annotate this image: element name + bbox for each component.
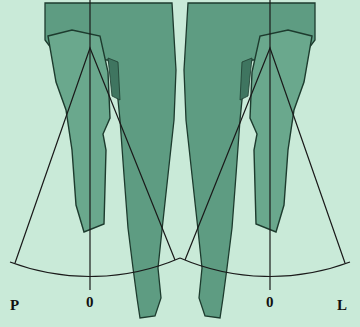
angle-arc: [10, 258, 180, 277]
zero-mark: 0: [86, 295, 94, 310]
raised-leg: [48, 30, 110, 232]
leg-gap: [108, 58, 120, 100]
standing-leg: [45, 3, 176, 318]
right-panel: [180, 0, 350, 318]
angle-lines: [15, 48, 175, 263]
left-panel: [10, 0, 180, 318]
side-letter: P: [10, 298, 19, 313]
raised-leg: [250, 30, 312, 232]
standing-leg: [184, 3, 315, 318]
reference-line: [269, 0, 270, 290]
side-letter: L: [337, 298, 347, 313]
reference-line: [89, 0, 90, 290]
angle-arc: [180, 258, 350, 277]
leg-gap: [240, 58, 252, 100]
angle-lines: [185, 48, 345, 263]
zero-mark: 0: [266, 295, 274, 310]
